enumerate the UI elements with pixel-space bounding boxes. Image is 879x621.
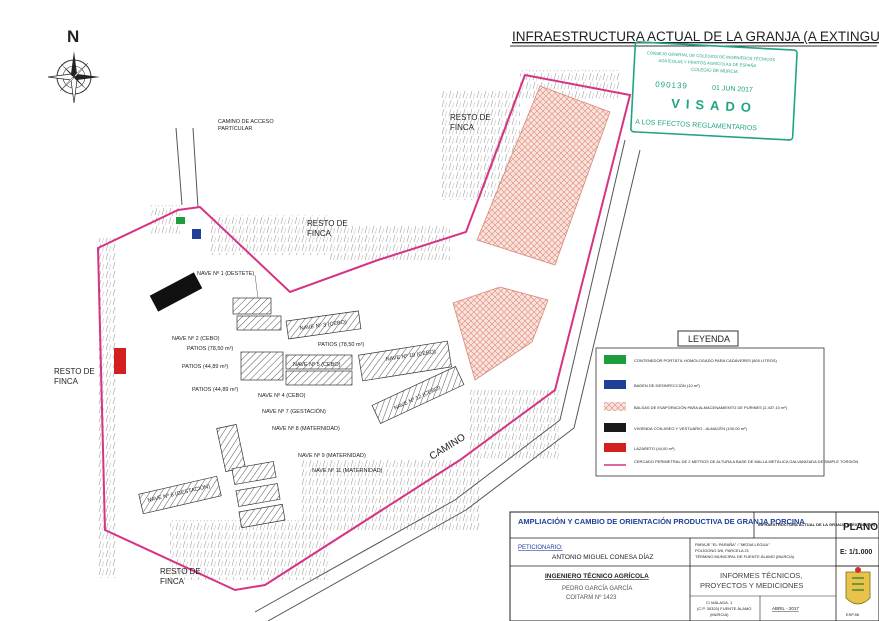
nave-4	[285, 370, 353, 386]
project-title: AMPLIACIÓN Y CAMBIO DE ORIENTACIÓN PRODU…	[518, 517, 805, 526]
perimeter-fence	[96, 73, 632, 592]
company-1: INFORMES TÉCNICOS,	[720, 571, 802, 580]
camino-road	[254, 139, 626, 613]
north-label: N	[67, 27, 79, 46]
svg-text:01 JUN 2017: 01 JUN 2017	[712, 85, 753, 94]
location-1: PARAJE "EL PARAÑA" / "MEDIA LEGUA"	[695, 542, 770, 547]
legend: LEYENDA CONTENEDOR PORTÁTIL HOMOLOGADO P…	[595, 330, 858, 477]
legend-swatch-1	[604, 380, 626, 389]
peticionario-name: ANTONIO MIGUEL CONESA DÍAZ	[552, 552, 654, 561]
legend-label-0: CONTENEDOR PORTÁTIL HOMOLOGADO PARA CADÁ…	[634, 358, 778, 363]
label-nave-9: NAVE Nº 9 (MATERNIDAD)	[298, 452, 366, 459]
legend-label-2: BALSAS DE EVAPORACIÓN PARA ALMACENAMIENT…	[634, 405, 788, 410]
address-1: C/ MÁLAGA, 1	[706, 600, 733, 605]
label-nave-7: NAVE Nº 7 (GESTACIÓN)	[262, 408, 326, 415]
nave-9	[235, 483, 281, 507]
scale: E: 1/1.000	[840, 549, 872, 556]
label-patios-2: PATIOS (78,50 m²)	[318, 342, 364, 348]
nave-5	[285, 354, 353, 370]
nave-8	[231, 461, 277, 485]
label-nave-1: NAVE Nº 1 (DESTETE)	[197, 270, 254, 277]
location-2: POLÍGONO 5/6, PARCELA 21	[695, 548, 750, 553]
label-nave-8: NAVE Nº 8 (MATERNIDAD)	[272, 425, 340, 432]
colegiado: COITARM Nº 1423	[566, 594, 617, 601]
legend-label-1: BADEN DE DESINFECCIÓN (10 m²)	[634, 383, 700, 388]
legend-swatch-2	[604, 402, 626, 411]
title-block: AMPLIACIÓN Y CAMBIO DE ORIENTACIÓN PRODU…	[509, 511, 879, 621]
camino-road-edge	[267, 149, 641, 621]
vivienda-almacen	[149, 272, 203, 312]
nave-6	[138, 475, 222, 515]
nave-2-patios	[240, 351, 284, 381]
address-3: (MURCIA)	[710, 612, 729, 617]
svg-text:AGRÍCOLAS Y PERITOS AGRÍCOLAS: AGRÍCOLAS Y PERITOS AGRÍCOLAS DE ESPAÑA	[658, 58, 756, 68]
plan-title: INFRAESTRUCTURA ACTUAL DE LA GRANJA (A E…	[758, 522, 876, 527]
evaporation-pond-south	[452, 286, 549, 381]
label-nave-11: NAVE Nº 11 (MATERNIDAD)	[312, 467, 383, 474]
nave-3	[285, 310, 362, 340]
disinfection-baden	[192, 229, 201, 239]
legend-label-3: VIVIENDA CON ASEO Y VESTUARIO - ALMACÉN …	[634, 426, 747, 431]
nave-11	[238, 503, 286, 529]
plan-number: PLANO 4	[843, 522, 879, 533]
label-patios-1: PATIOS (78,50 m²)	[187, 346, 233, 352]
location-3: TÉRMINO MUNICIPAL DE FUENTE ÁLAMO (MURCI…	[695, 554, 795, 559]
seal-label: ESP.56	[846, 612, 860, 617]
nave-1	[232, 297, 272, 315]
svg-text:COLEGIO DE MURCIA: COLEGIO DE MURCIA	[691, 67, 738, 74]
legend-swatch-4	[604, 443, 626, 452]
visado-stamp: CONSEJO GENERAL DE COLEGIOS DE INGENIERO…	[630, 41, 798, 141]
field-texture	[98, 70, 620, 580]
legend-swatch-0	[604, 355, 626, 364]
nave-7	[216, 423, 246, 473]
svg-text:A LOS EFECTOS REGLAMENTARIOS: A LOS EFECTOS REGLAMENTARIOS	[635, 119, 757, 132]
address-2: (C.P. 30320) FUENTE ÁLAMO	[697, 606, 751, 611]
nave-12	[371, 366, 465, 424]
drawing-date: ABRIL - 2017	[772, 606, 799, 611]
label-patios-3: PATIOS (44,89 m²)	[182, 364, 228, 370]
north-compass-icon	[47, 51, 100, 104]
legend-title: LEYENDA	[688, 334, 730, 344]
company-2: PROYECTOS Y MEDICIONES	[700, 581, 803, 590]
college-seal-icon	[845, 567, 871, 605]
engineer-title: INGENIERO TÉCNICO AGRÍCOLA	[545, 571, 649, 580]
evaporation-pond-north	[476, 85, 611, 266]
svg-text:VISADO: VISADO	[671, 96, 758, 115]
label-patios-4: PATIOS (44,89 m²)	[192, 387, 238, 393]
label-nave-5: NAVE Nº 5 (CEBO)	[293, 361, 341, 368]
svg-text:090139: 090139	[655, 80, 688, 91]
drawing-title: INFRAESTRUCTURA ACTUAL DE LA GRANJA (A E…	[512, 29, 879, 44]
label-nave-2: NAVE Nº 2 (CEBO)	[172, 335, 220, 342]
legend-label-5: CERCADO PERIMETRAL DE 2 METROS DE ALTURA…	[634, 459, 858, 464]
carcass-container	[176, 217, 185, 224]
access-road	[175, 127, 199, 209]
patios-1	[236, 315, 282, 331]
legend-swatch-3	[604, 423, 626, 432]
label-nave-4: NAVE Nº 4 (CEBO)	[258, 392, 306, 399]
legend-label-4: LAZARETO (44,00 m²)	[634, 446, 675, 451]
peticionario-label: PETICIONARIO:	[518, 545, 563, 551]
nave-10	[358, 340, 452, 382]
svg-text:CONSEJO GENERAL DE COLEGIOS DE: CONSEJO GENERAL DE COLEGIOS DE INGENIERO…	[647, 50, 776, 62]
engineer-name: PEDRO GARCÍA GARCÍA	[562, 585, 632, 592]
lazareto	[114, 348, 126, 374]
